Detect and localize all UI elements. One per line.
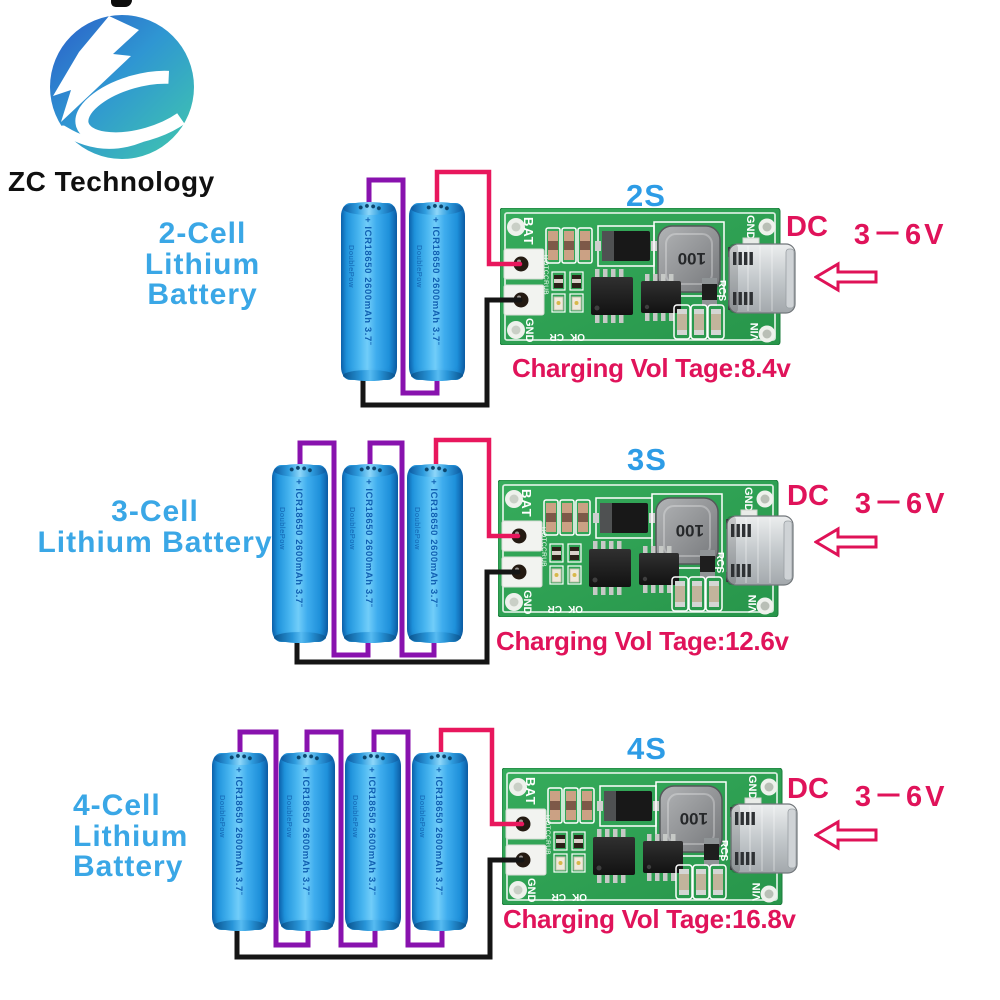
boost-converter-board-3s — [497, 479, 794, 622]
logo-lightning-z — [53, 16, 139, 122]
charging-voltage-label-2s: Charging Vol Tage:8.4v — [512, 353, 791, 383]
cell-label-line: 3-Cell — [111, 495, 199, 528]
battery-18650: DoublePow + ICR18650 2600mAh 3.7ˉ — [407, 464, 463, 643]
battery-18650: DoublePow + ICR18650 2600mAh 3.7ˉ — [342, 464, 398, 643]
battery-spec-print: + ICR18650 2600mAh 3.7ˉ — [362, 217, 373, 346]
battery-brand-print: DoublePow — [285, 795, 294, 838]
board-label-3s: 3S — [627, 442, 667, 477]
battery-brand-print: DoublePow — [413, 507, 422, 550]
brand-name: ZC Technology — [8, 166, 215, 197]
cell-label-line: 2-Cell — [158, 217, 247, 250]
dc-input-label-4s: DC 3－6V — [787, 773, 948, 815]
battery-spec-print: + ICR18650 2600mAh 3.7ˉ — [233, 767, 244, 896]
cell-count-label-4s: 4-Cell Lithium Battery — [73, 789, 189, 883]
dc-range-text: 3－6V — [854, 781, 948, 813]
battery-18650: DoublePow + ICR18650 2600mAh 3.7ˉ — [272, 464, 328, 643]
cell-count-label-3s: 3-Cell Lithium Battery — [35, 495, 275, 559]
battery-18650: DoublePow + ICR18650 2600mAh 3.7ˉ — [212, 752, 268, 931]
battery-spec-print: + ICR18650 2600mAh 3.7ˉ — [366, 767, 377, 896]
dc-input-label-2s: DC 3－6V — [786, 211, 947, 253]
left-arrow-icon — [814, 819, 878, 851]
battery-brand-print: DoublePow — [348, 507, 357, 550]
battery-brand-print: DoublePow — [418, 795, 427, 838]
dc-input-label-3s: DC 3－6V — [787, 480, 948, 522]
dc-text: DC — [787, 773, 829, 805]
battery-18650: DoublePow + ICR18650 2600mAh 3.7ˉ — [341, 202, 397, 381]
boost-converter-board-2s — [499, 207, 796, 350]
battery-18650: DoublePow + ICR18650 2600mAh 3.7ˉ — [412, 752, 468, 931]
battery-18650: DoublePow + ICR18650 2600mAh 3.7ˉ — [279, 752, 335, 931]
cell-count-label-2s: 2-Cell Lithium Battery — [85, 217, 320, 311]
boost-converter-board-4s — [501, 767, 798, 910]
battery-spec-print: + ICR18650 2600mAh 3.7ˉ — [363, 479, 374, 608]
battery-spec-print: + ICR18650 2600mAh 3.7ˉ — [433, 767, 444, 896]
cell-label-line: Lithium Battery — [37, 525, 273, 559]
charging-voltage-label-3s: Charging Vol Tage:12.6v — [496, 626, 789, 656]
left-arrow-icon — [814, 526, 878, 558]
battery-brand-print: DoublePow — [218, 795, 227, 838]
board-label-4s: 4S — [627, 731, 667, 766]
battery-brand-print: DoublePow — [351, 795, 360, 838]
dc-range-text: 3－6V — [854, 488, 948, 520]
battery-brand-print: DoublePow — [347, 245, 356, 288]
battery-spec-print: + ICR18650 2600mAh 3.7ˉ — [428, 479, 439, 608]
battery-18650: DoublePow + ICR18650 2600mAh 3.7ˉ — [345, 752, 401, 931]
dc-range-text: 3－6V — [853, 219, 947, 251]
dc-text: DC — [786, 211, 828, 243]
cell-label-line: Lithium — [73, 819, 189, 853]
battery-18650: DoublePow + ICR18650 2600mAh 3.7ˉ — [409, 202, 465, 381]
dc-text: DC — [787, 480, 829, 512]
battery-spec-print: + ICR18650 2600mAh 3.7ˉ — [300, 767, 311, 896]
battery-brand-print: DoublePow — [278, 507, 287, 550]
brand-logo-icon — [50, 15, 205, 159]
cell-label-line: Lithium Battery — [144, 247, 261, 311]
battery-spec-print: + ICR18650 2600mAh 3.7ˉ — [293, 479, 304, 608]
cell-label-line: Battery — [73, 850, 184, 883]
battery-spec-print: + ICR18650 2600mAh 3.7ˉ — [430, 217, 441, 346]
left-arrow-icon — [814, 261, 878, 293]
board-label-2s: 2S — [626, 178, 666, 213]
crop-artifact — [111, 0, 132, 7]
logo-c-swirl — [75, 70, 205, 146]
cell-label-line: 4-Cell — [73, 789, 161, 822]
logo-swirl-tail — [58, 125, 146, 149]
charging-voltage-label-4s: Charging Vol Tage:16.8v — [503, 904, 796, 934]
battery-brand-print: DoublePow — [415, 245, 424, 288]
